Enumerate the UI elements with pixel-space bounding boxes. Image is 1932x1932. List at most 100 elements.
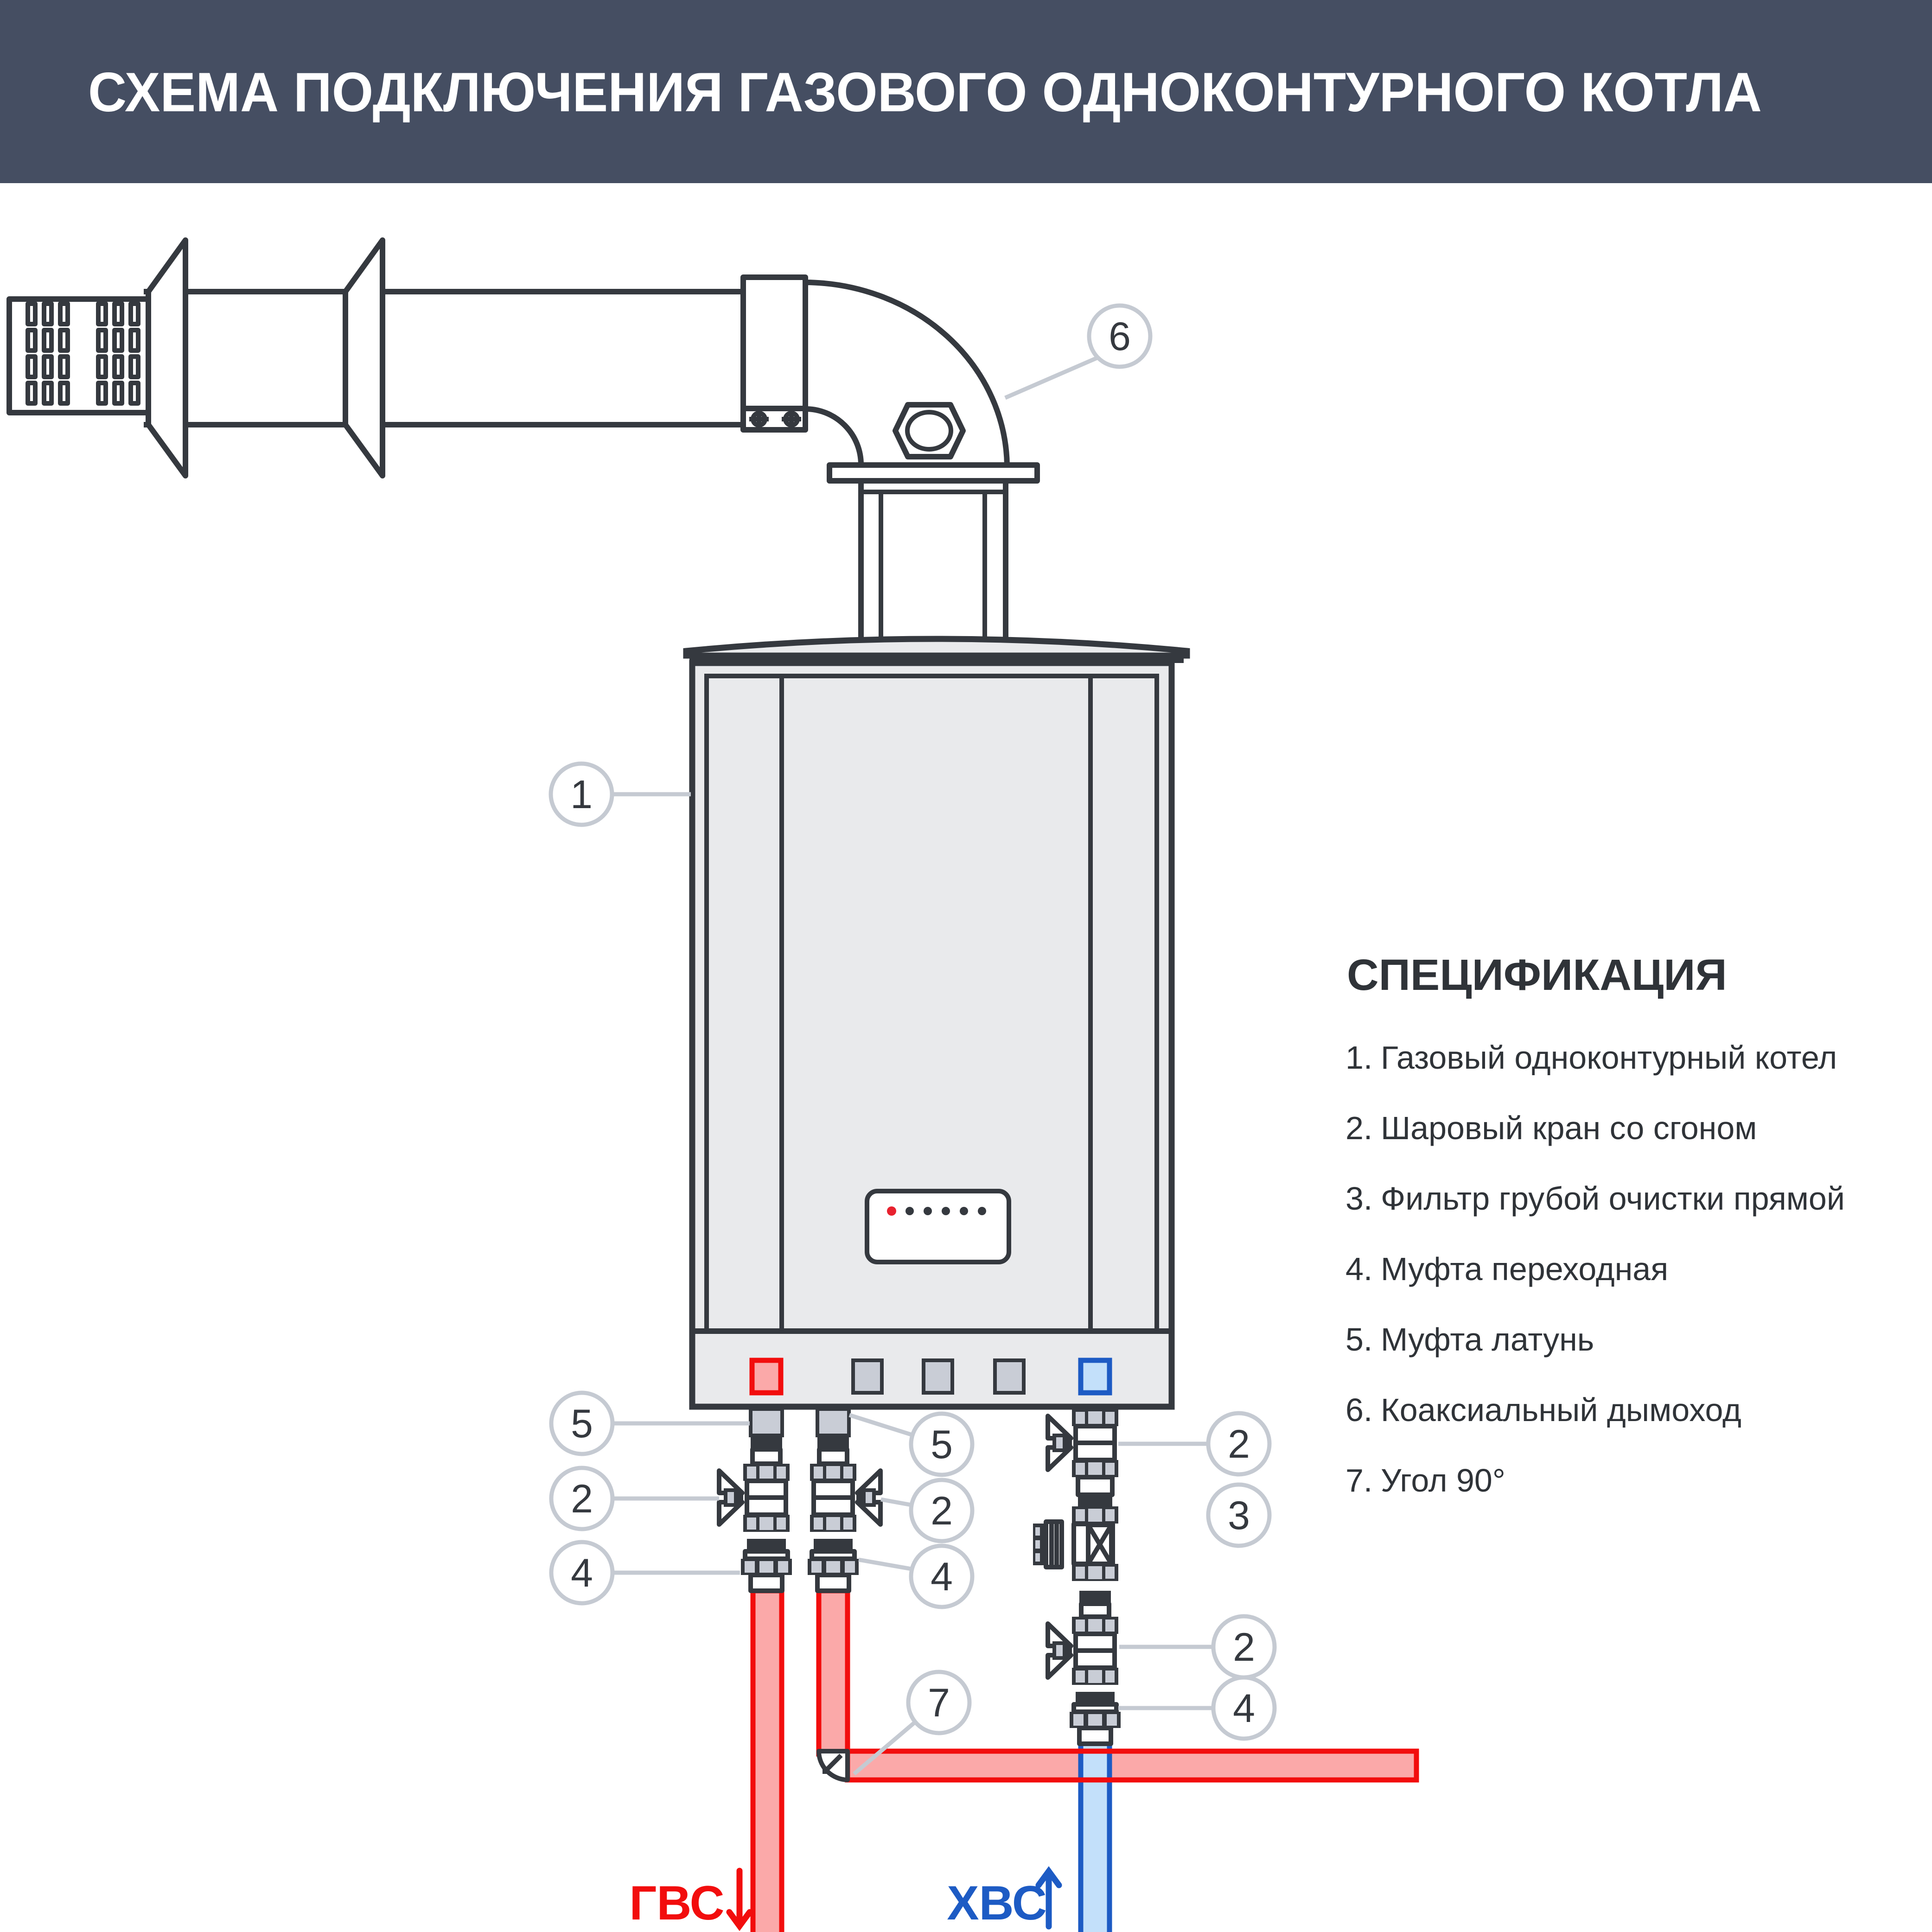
spec-item-number: 5.: [1345, 1321, 1372, 1358]
callout-number: 5: [571, 1402, 593, 1446]
callout-number: 6: [1109, 314, 1131, 359]
hot-pipe-middle: [816, 1588, 850, 1757]
connection-stub: [993, 1358, 1026, 1395]
callout-number: 2: [571, 1477, 593, 1521]
callout-circle: [549, 1390, 615, 1456]
callout-circle: [549, 1466, 615, 1531]
reducer-coupling-left: [741, 1539, 792, 1591]
header-background: [0, 0, 1932, 183]
connection-stub: [851, 1358, 884, 1395]
spec-item-number: 3.: [1345, 1180, 1372, 1217]
callout-number: 4: [1233, 1686, 1255, 1731]
spec-item-text: Муфта латунь: [1381, 1321, 1594, 1358]
ball-valve-cold-bottom: [1048, 1617, 1118, 1685]
callout-2-left: 2: [549, 1466, 719, 1531]
callout-circle: [549, 1540, 615, 1606]
callout-1: 1: [548, 761, 691, 827]
spec-item-text: Угол 90°: [1381, 1462, 1505, 1498]
clamp-screw-icon: [782, 411, 801, 427]
callout-number: 2: [1233, 1625, 1255, 1670]
coaxial-chimney: [6, 237, 1040, 644]
elbow-90-fitting: [816, 1749, 850, 1782]
callout-6: 6: [1004, 303, 1153, 400]
flow-labels: ГВС ХВС: [629, 1866, 1062, 1931]
callouts: 6 1 5 2 4 5 2: [548, 303, 1277, 1776]
spec-item: 1. Газовый одноконтурный котел: [1345, 1039, 1837, 1076]
reducer-coupling-cold: [1070, 1692, 1121, 1744]
callout-4-middle: 4: [858, 1543, 975, 1609]
specification-panel: СПЕЦИФИКАЦИЯ 1. Газовый одноконтурный ко…: [1345, 950, 1845, 1498]
callout-circle: [909, 1411, 975, 1477]
hot-pipe-left: [750, 1588, 784, 1932]
callout-circle: [909, 1543, 975, 1609]
stub-cold-water: [1078, 1358, 1112, 1396]
coupling-band: [1078, 1495, 1112, 1506]
ball-valve-cold-top: [1048, 1409, 1118, 1477]
spec-item: 3. Фильтр грубой очистки прямой: [1345, 1180, 1845, 1217]
callout-3-right: 3: [1206, 1482, 1272, 1548]
status-led: [905, 1207, 914, 1215]
callout-number: 5: [931, 1422, 953, 1467]
callout-number: 4: [931, 1555, 953, 1599]
callout-5-middle: 5: [848, 1411, 975, 1477]
spec-item-text: Муфта переходная: [1381, 1251, 1668, 1287]
callout-circle: [1206, 1482, 1272, 1548]
flow-arrow-down-icon: [726, 1868, 753, 1931]
connection-stub: [922, 1358, 954, 1395]
spec-item: 6. Коаксиальный дымоход: [1345, 1392, 1741, 1428]
callout-circle: [909, 1478, 975, 1543]
callout-2-right-top: 2: [1118, 1411, 1272, 1477]
boiler-flue-stub: [858, 478, 1008, 644]
hot-left-assembly: [719, 1409, 792, 1591]
cold-assembly: [1033, 1409, 1121, 1744]
callout-circle: [1206, 1411, 1272, 1477]
leader-line: [858, 1557, 912, 1571]
spec-item-text: Коаксиальный дымоход: [1381, 1392, 1741, 1428]
callout-circle: [548, 761, 614, 827]
coarse-filter: [1033, 1506, 1118, 1581]
callout-2-right-bottom: 2: [1119, 1614, 1277, 1680]
stub-hot-water: [749, 1358, 784, 1396]
hot-water-label: ГВС: [629, 1876, 724, 1930]
status-led: [978, 1207, 986, 1215]
callout-7: 7: [853, 1670, 972, 1776]
cold-water-label: ХВС: [947, 1876, 1047, 1930]
callout-number: 1: [570, 772, 593, 817]
callout-number: 2: [1228, 1422, 1250, 1467]
leader-line: [1004, 356, 1098, 400]
wall-flange-inner: [343, 237, 385, 478]
clamp-screw-icon: [749, 411, 769, 427]
spec-item-number: 1.: [1345, 1039, 1372, 1076]
flow-arrow-up-icon: [1035, 1866, 1062, 1930]
spec-item: 4. Муфта переходная: [1345, 1251, 1668, 1287]
spec-item-number: 6.: [1345, 1392, 1372, 1428]
wall-flange-outer: [146, 237, 188, 478]
valve-connector: [1076, 1475, 1115, 1497]
ball-valve-middle: [810, 1464, 880, 1532]
brass-coupling-middle: [817, 1409, 849, 1464]
status-led: [924, 1207, 932, 1215]
spec-item-number: 7.: [1345, 1462, 1372, 1498]
spec-heading: СПЕЦИФИКАЦИЯ: [1347, 950, 1727, 1000]
page-title: СХЕМА ПОДКЛЮЧЕНИЯ ГАЗОВОГО ОДНОКОНТУРНОГ…: [88, 61, 1762, 123]
callout-number: 4: [571, 1551, 593, 1595]
leader-line: [880, 1497, 912, 1507]
callout-circle: [1087, 303, 1153, 369]
spec-item: 5. Муфта латунь: [1345, 1321, 1594, 1358]
callout-circle: [1211, 1675, 1277, 1741]
callout-5-left: 5: [549, 1390, 750, 1456]
cold-pipe: [1078, 1738, 1112, 1932]
hot-pipe-horizontal: [845, 1748, 1419, 1783]
callout-circle: [906, 1670, 972, 1735]
spec-item: 7. Угол 90°: [1345, 1462, 1505, 1498]
control-panel: [865, 1189, 1011, 1264]
spec-item-number: 4.: [1345, 1251, 1372, 1287]
callout-2-middle: 2: [880, 1478, 975, 1543]
elbow-arrow-icon: [823, 1764, 833, 1774]
reducer-coupling-middle: [808, 1539, 859, 1591]
callout-number: 3: [1228, 1493, 1250, 1538]
brass-coupling-left: [751, 1409, 782, 1464]
elbow-nut-icon: [893, 402, 966, 459]
spec-item: 2. Шаровый кран со сгоном: [1345, 1110, 1757, 1146]
